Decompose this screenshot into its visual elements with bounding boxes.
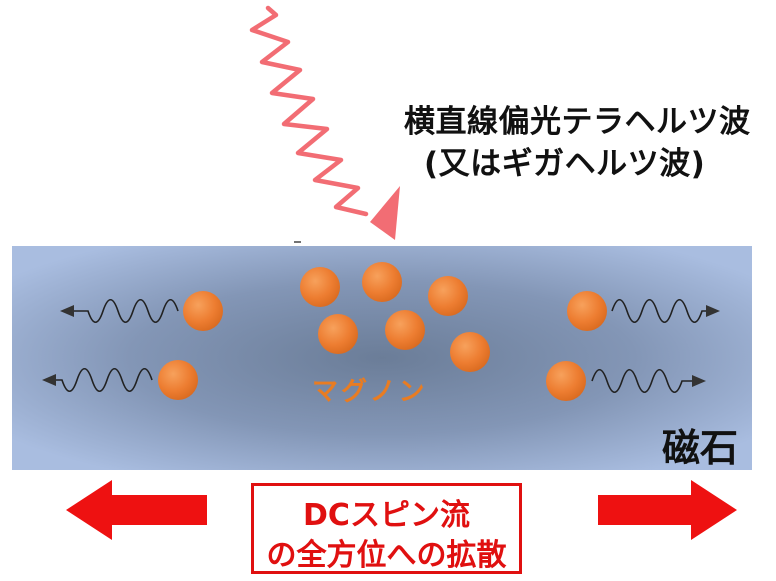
magnon-ball <box>385 310 425 350</box>
magnon-ball <box>450 332 490 372</box>
spin-wave-right-upper <box>611 298 708 324</box>
spin-wave-arrowhead <box>706 305 720 317</box>
spin-current-line1: DCスピン流 <box>303 498 470 533</box>
diffusion-arrow-left <box>66 480 207 540</box>
spin-wave-right-lower <box>591 368 694 394</box>
terahertz-wave <box>249 5 369 217</box>
terahertz-wave-arrowhead <box>370 186 400 240</box>
spin-wave-arrowhead <box>692 375 706 387</box>
magnon-ball <box>428 276 468 316</box>
diffusion-arrow-right <box>598 480 737 540</box>
magnon-label: マグノン <box>312 377 428 407</box>
spin-current-box: DCスピン流 の全方位への拡散 <box>251 483 522 574</box>
spin-wave-left-lower <box>54 367 153 393</box>
magnon-ball <box>183 291 223 331</box>
spin-wave-arrowhead <box>42 374 56 386</box>
magnon-ball <box>546 361 586 401</box>
magnon-ball <box>567 291 607 331</box>
magnon-ball <box>158 360 198 400</box>
wave-label-line1: 横直線偏光テラヘルツ波 <box>404 104 751 140</box>
spin-current-line2: の全方位への拡散 <box>266 538 507 573</box>
magnon-ball <box>362 262 402 302</box>
wave-label-line2: (又はギガヘルツ波) <box>424 146 706 182</box>
spin-wave-left-upper <box>72 298 179 324</box>
magnon-ball <box>318 314 358 354</box>
magnon-ball <box>300 267 340 307</box>
magnet-label: 磁石 <box>662 426 739 470</box>
spin-wave-arrowhead <box>60 305 74 317</box>
